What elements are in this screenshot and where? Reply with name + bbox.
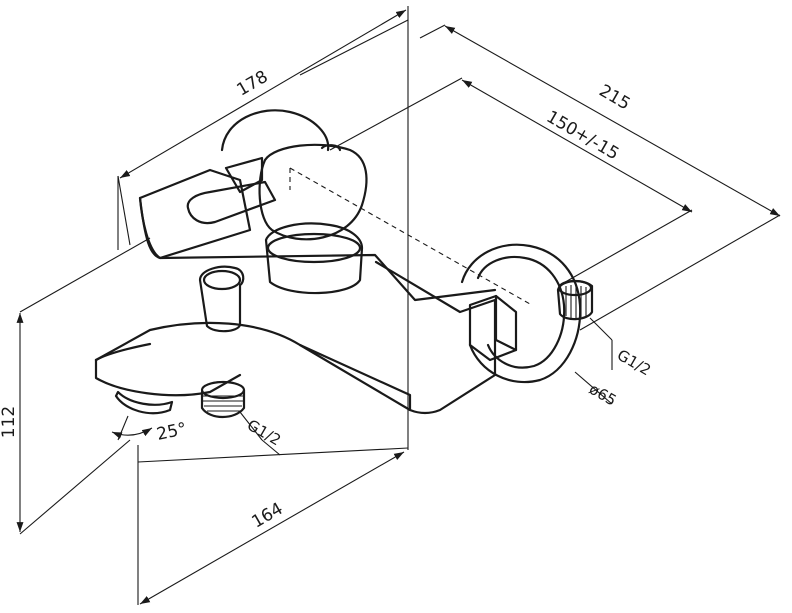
faucet-body	[94, 109, 531, 419]
spout-front	[94, 342, 152, 362]
body-ridge	[298, 343, 412, 412]
label-215: 215	[595, 81, 633, 115]
label-150: 150+/-15	[543, 107, 622, 164]
bottom-connector-top	[200, 380, 246, 400]
flange-outline	[460, 243, 582, 384]
cartridge-cap	[264, 222, 364, 295]
back-disc	[220, 109, 330, 152]
inlet-thread-end	[557, 279, 593, 297]
flange-inner	[476, 255, 566, 369]
bottom-thread-lines	[203, 395, 243, 412]
diverter-top	[202, 269, 242, 291]
hub-cap	[320, 144, 342, 152]
centerline	[289, 167, 531, 305]
diverter-knob	[198, 265, 245, 333]
upper-body	[138, 168, 252, 260]
lever-arm	[186, 180, 277, 225]
label-112: 112	[0, 406, 19, 438]
body-lower-edge	[94, 260, 497, 415]
bottom-connector	[200, 388, 246, 419]
dimension-lines	[16, 9, 781, 605]
label-164: 164	[248, 499, 286, 533]
cartridge-ring	[266, 232, 362, 264]
label-bottom-thread: G1/2	[244, 416, 284, 449]
dim-line-178	[119, 9, 407, 179]
label-178: 178	[233, 67, 271, 101]
label-flange-diameter: ø65	[586, 380, 619, 410]
lever-hub	[258, 143, 368, 241]
extension-lines	[19, 6, 781, 605]
angle-arc	[111, 427, 153, 439]
label-angle: 25°	[155, 419, 189, 445]
body-top-edge	[138, 196, 497, 302]
label-inlet-thread: G1/2	[614, 346, 654, 379]
spout-bottom	[94, 358, 242, 397]
dim-line-150	[461, 79, 693, 213]
wall-flange	[460, 243, 594, 384]
leader-lines	[239, 317, 613, 456]
spout-outlet	[114, 390, 174, 415]
inlet-thread-lines	[565, 285, 587, 318]
dim-line-215	[444, 25, 781, 217]
dim-line-164	[139, 451, 405, 605]
lever-joint	[224, 156, 264, 194]
